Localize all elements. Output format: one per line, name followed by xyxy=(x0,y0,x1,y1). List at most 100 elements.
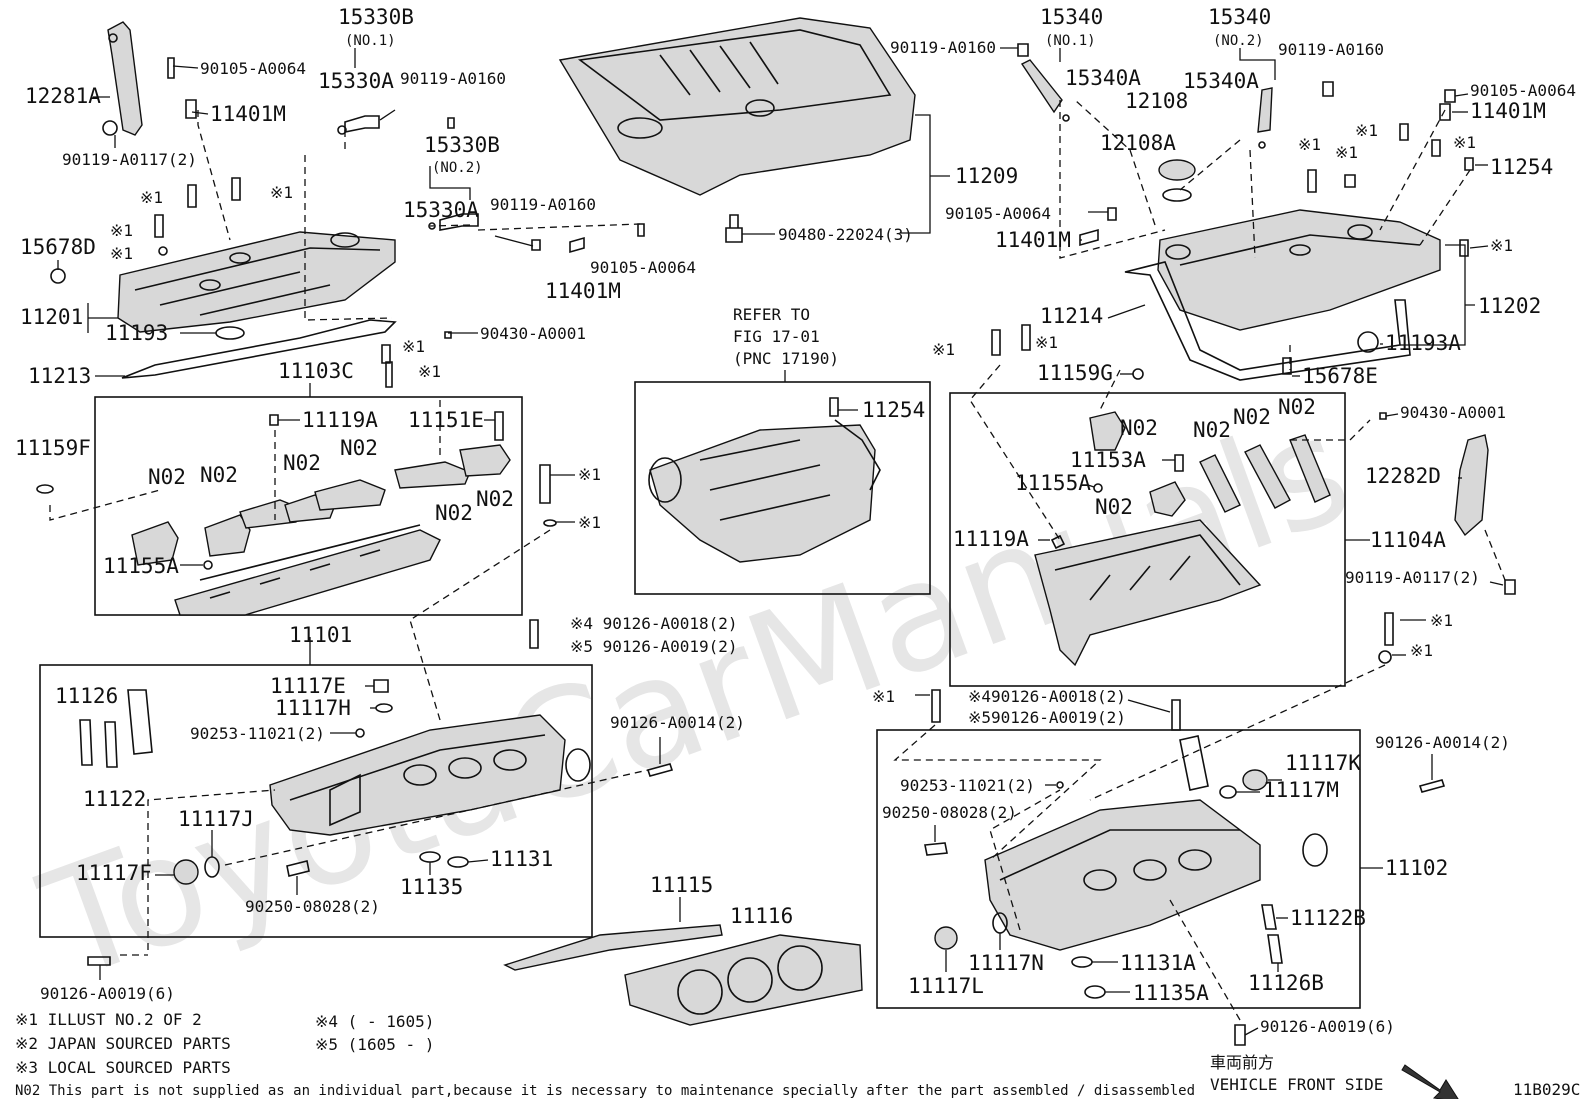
guide-11122B xyxy=(1261,904,1277,930)
label-leaders xyxy=(57,47,1504,1036)
pin-11119A-a xyxy=(269,414,279,426)
label-x1-g: ※1 xyxy=(578,465,601,484)
footer-notes: ※1 ILLUST NO.2 OF 2 ※2 JAPAN SOURCED PAR… xyxy=(15,1010,1580,1099)
label-no1-b: (NO.1) xyxy=(1045,33,1096,49)
label-x1-j: ※1 xyxy=(1453,133,1476,152)
label-11151E: 11151E xyxy=(408,408,484,432)
label-11155A-a: 11155A xyxy=(103,554,179,578)
label-x1-e: ※1 xyxy=(402,337,425,356)
label-90119-0160-c: 90119-A0160 xyxy=(890,38,996,57)
stud-90126-0014-a xyxy=(646,763,674,777)
label-90430-a: 90430-A0001 xyxy=(480,324,586,343)
left-head-box xyxy=(39,664,593,938)
figure-code: 11B029C xyxy=(1513,1080,1580,1099)
label-11122B: 11122B xyxy=(1290,906,1366,930)
dashed-guides-top-left xyxy=(197,110,641,321)
label-11159F: 11159F xyxy=(15,436,91,460)
intake-refer-box xyxy=(634,381,931,595)
label-15340A-b: 15340A xyxy=(1183,69,1259,93)
ring-11117H xyxy=(375,703,393,713)
label-refer-2: FIG 17-01 xyxy=(733,327,820,346)
bolt-group-right xyxy=(991,89,1474,380)
label-11115: 11115 xyxy=(650,873,713,897)
label-90126-0014-a: 90126-A0014(2) xyxy=(610,713,745,732)
label-15330B-2: 15330B xyxy=(424,133,500,157)
right-head-box xyxy=(876,729,1361,1009)
label-11117M: 11117M xyxy=(1263,778,1339,802)
label-11214: 11214 xyxy=(1040,304,1103,328)
label-11401M-d: 11401M xyxy=(1470,99,1546,123)
label-x1-p: ※1 xyxy=(1430,611,1453,630)
label-11102: 11102 xyxy=(1385,856,1448,880)
label-90105-c: 90105-A0064 xyxy=(945,204,1051,223)
label-no2-a: (NO.2) xyxy=(432,160,483,176)
pcv-15678E xyxy=(1282,357,1292,375)
pin-11119A-b xyxy=(1050,534,1066,550)
label-n02-10: N02 xyxy=(1278,395,1316,419)
label-11401M-a: 11401M xyxy=(210,102,286,126)
label-11135: 11135 xyxy=(400,875,463,899)
note-1: ※1 ILLUST NO.2 OF 2 xyxy=(15,1010,202,1029)
label-90250-a: 90250-08028(2) xyxy=(245,897,380,916)
bracket-12281A xyxy=(107,21,143,136)
washer-x1-h xyxy=(543,519,557,527)
right-cylinder-head xyxy=(984,735,1328,951)
label-15330A-b: 15330A xyxy=(403,198,479,222)
label-11117K: 11117K xyxy=(1285,751,1361,775)
gasket-11131A xyxy=(1071,956,1093,968)
label-11126B: 11126B xyxy=(1248,971,1324,995)
note-2: ※2 JAPAN SOURCED PARTS xyxy=(15,1034,231,1053)
oil-filler-cap-12108 xyxy=(1158,159,1196,202)
label-11126: 11126 xyxy=(55,684,118,708)
label-15340-2: 15340 xyxy=(1208,5,1271,29)
label-90105-a: 90105-A0064 xyxy=(200,59,306,78)
label-11117F: 11117F xyxy=(76,861,152,885)
label-90119-0160-d: 90119-A0160 xyxy=(1278,40,1384,59)
label-n02-5: N02 xyxy=(435,501,473,525)
plug-11117K xyxy=(1242,769,1268,791)
label-15340-1: 15340 xyxy=(1040,5,1103,29)
label-n02-3: N02 xyxy=(283,451,321,475)
leader-11209 xyxy=(900,114,950,234)
stud-x4-b xyxy=(1171,699,1181,731)
washer-x1-q xyxy=(1378,650,1392,664)
bolt-90119-0160-d xyxy=(1322,81,1334,97)
bolt-x1-g xyxy=(539,464,551,504)
label-15678D: 15678D xyxy=(20,235,96,259)
bolt-11153A xyxy=(1174,454,1184,472)
label-12108: 12108 xyxy=(1125,89,1188,113)
dashed-guides-head-right xyxy=(893,664,1386,1021)
ring-11117M xyxy=(1219,785,1237,799)
gasket-11159F xyxy=(36,484,54,494)
label-n02-6: N02 xyxy=(476,487,514,511)
label-11401M-b: 11401M xyxy=(545,279,621,303)
label-x4-a: ※4 90126-A0018(2) xyxy=(570,614,738,633)
dashed-guides-top-right xyxy=(1059,99,1471,370)
label-x5-b: ※590126-A0019(2) xyxy=(968,708,1126,727)
label-11122: 11122 xyxy=(83,787,146,811)
label-11202: 11202 xyxy=(1478,294,1541,318)
pin-90250-b xyxy=(924,842,948,856)
label-11209: 11209 xyxy=(955,164,1018,188)
label-15678E: 15678E xyxy=(1302,364,1378,388)
label-15340A-a: 15340A xyxy=(1065,66,1141,90)
label-x1-b: ※1 xyxy=(270,183,293,202)
label-x1-f: ※1 xyxy=(418,362,441,381)
label-11193: 11193 xyxy=(105,321,168,345)
label-x1-i: ※1 xyxy=(1355,121,1378,140)
label-90126-0019-b: 90126-A0019(6) xyxy=(1260,1017,1395,1036)
intake-plenum xyxy=(648,419,881,563)
label-n02-9: N02 xyxy=(1233,405,1271,429)
label-x5-a: ※5 90126-A0019(2) xyxy=(570,637,738,656)
label-x1-l: ※1 xyxy=(1335,143,1358,162)
gasket-11115 xyxy=(503,924,723,971)
right-head-cover-11202 xyxy=(1157,209,1441,331)
gasket-11135A xyxy=(1084,985,1106,999)
leader-11201 xyxy=(87,303,120,333)
label-11155A-b: 11155A xyxy=(1015,471,1091,495)
bolt-90119-0117-b xyxy=(1504,579,1516,595)
label-15330B-1: 15330B xyxy=(338,5,414,29)
label-x1-a: ※1 xyxy=(140,188,163,207)
dashed-guides-cam-left xyxy=(49,395,551,721)
note-3: ※3 LOCAL SOURCED PARTS xyxy=(15,1058,231,1077)
